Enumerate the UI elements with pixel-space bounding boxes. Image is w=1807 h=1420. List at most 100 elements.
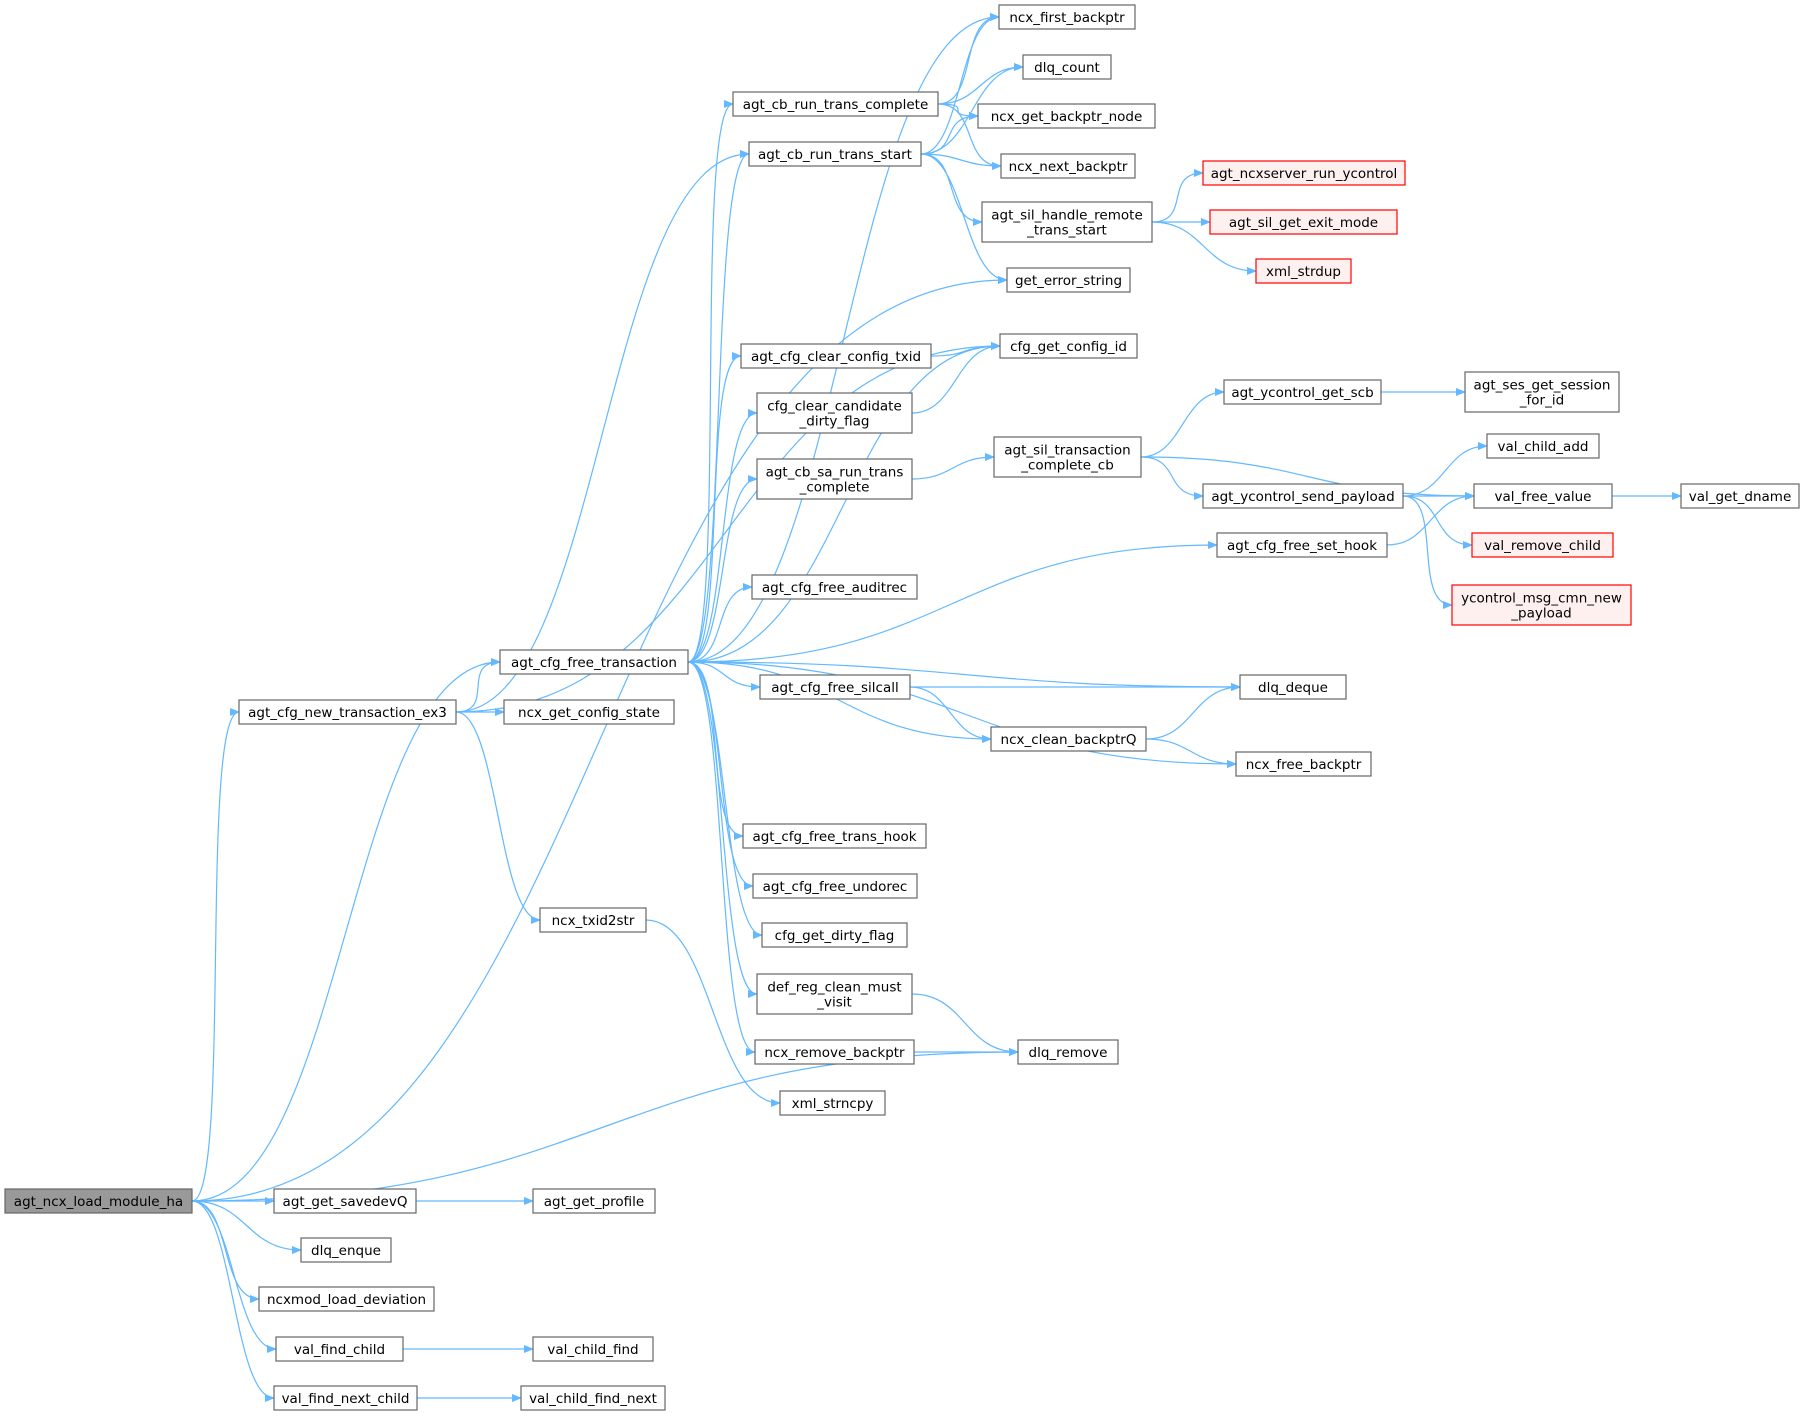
graph-node-runstart[interactable]: agt_cb_run_trans_start — [748, 141, 922, 167]
node-box — [1680, 483, 1800, 509]
node-box — [1486, 433, 1600, 459]
graph-node-exitmode[interactable]: agt_sil_get_exit_mode — [1209, 209, 1398, 235]
graph-node-getcfgid[interactable]: cfg_get_config_id — [999, 333, 1138, 359]
node-label: ncx_clean_backptrQ — [1001, 732, 1137, 748]
graph-node-getprofile[interactable]: agt_get_profile — [532, 1188, 656, 1214]
graph-node-defreg[interactable]: def_reg_clean_must_visit — [756, 973, 913, 1015]
node-label: cfg_clear_candidate — [767, 399, 902, 415]
edge-n_freetrans-to-n_dlqdeque — [687, 661, 1241, 691]
graph-node-getbpnode[interactable]: ncx_get_backptr_node — [977, 103, 1156, 129]
edge-n_defreg-to-n_dlqremove — [911, 993, 1019, 1056]
node-label: ncx_txid2str — [552, 913, 635, 929]
graph-node-valgetdname[interactable]: val_get_dname — [1680, 483, 1800, 509]
node-label: agt_get_profile — [544, 1194, 644, 1210]
node-box — [977, 103, 1156, 129]
node-label: agt_cfg_free_transaction — [511, 655, 677, 671]
graph-node-freetrans[interactable]: agt_cfg_free_transaction — [499, 649, 689, 675]
node-box — [273, 1385, 418, 1411]
graph-node-getsavedevq[interactable]: agt_get_savedevQ — [273, 1188, 417, 1214]
node-label: ycontrol_msg_cmn_new — [1461, 591, 1622, 607]
node-box — [1000, 153, 1136, 179]
graph-node-valfreevalue[interactable]: val_free_value — [1473, 483, 1613, 509]
edge-n_root-to-n_valfindnext — [191, 1200, 275, 1402]
graph-node-freeundo[interactable]: agt_cfg_free_undorec — [752, 873, 918, 899]
graph-node-dlqcount[interactable]: dlq_count — [1022, 54, 1112, 80]
graph-node-siltranscb[interactable]: agt_sil_transaction_complete_cb — [993, 436, 1142, 478]
graph-node-geterr[interactable]: get_error_string — [1006, 267, 1131, 293]
edge-n_freetrans-to-n_defreg — [687, 661, 758, 998]
graph-node-valchildfindnext[interactable]: val_child_find_next — [520, 1385, 666, 1411]
graph-node-clearcfgtxid[interactable]: agt_cfg_clear_config_txid — [740, 343, 932, 369]
graph-node-freesethook[interactable]: agt_cfg_free_set_hook — [1216, 532, 1388, 558]
graph-node-valchildfind[interactable]: val_child_find — [532, 1336, 654, 1362]
graph-node-sendpayload[interactable]: agt_ycontrol_send_payload — [1202, 483, 1404, 509]
graph-node-valremovechild[interactable]: val_remove_child — [1471, 532, 1614, 558]
graph-node-valchildadd[interactable]: val_child_add — [1486, 433, 1600, 459]
node-box — [520, 1385, 666, 1411]
graph-node-silremote[interactable]: agt_sil_handle_remote_trans_start — [981, 201, 1153, 243]
graph-node-sesforid[interactable]: agt_ses_get_session_for_id — [1464, 371, 1620, 413]
edge-n_runstart-to-n_geterr — [920, 153, 1008, 284]
node-box — [761, 922, 908, 948]
graph-node-freesilcall[interactable]: agt_cfg_free_silcall — [759, 674, 911, 700]
graph-node-xmlstrdup[interactable]: xml_strdup — [1255, 258, 1352, 284]
node-label: dlq_remove — [1029, 1045, 1108, 1061]
node-label: val_get_dname — [1689, 489, 1792, 505]
graph-node-getscb[interactable]: agt_ycontrol_get_scb — [1223, 379, 1382, 405]
graph-node-getdirty[interactable]: cfg_get_dirty_flag — [761, 922, 908, 948]
graph-node-runcomplete[interactable]: agt_cb_run_trans_complete — [732, 91, 939, 117]
graph-node-txid2str[interactable]: ncx_txid2str — [539, 907, 647, 933]
node-label: val_free_value — [1494, 489, 1591, 505]
node-label: agt_cb_run_trans_complete — [743, 97, 929, 113]
node-box — [1209, 209, 1398, 235]
edge-n_runstart-to-n_silremote — [920, 153, 983, 226]
graph-node-freebp[interactable]: ncx_free_backptr — [1235, 751, 1372, 777]
node-box — [1223, 379, 1382, 405]
node-label: cfg_get_config_id — [1010, 339, 1127, 355]
graph-node-getcfgstate[interactable]: ncx_get_config_state — [503, 699, 675, 725]
edge-n_runcomplete-to-n_getbpnode — [937, 103, 979, 120]
node-label: val_find_child — [294, 1342, 385, 1358]
edge-n_freetrans-to-n_removebp — [687, 661, 756, 1056]
graph-node-sarun[interactable]: agt_cb_sa_run_trans_complete — [756, 458, 913, 500]
node-box — [754, 1039, 915, 1065]
node-box — [990, 726, 1147, 752]
graph-node-cleardirty[interactable]: cfg_clear_candidate_dirty_flag — [756, 392, 913, 434]
graph-node-freeaudit[interactable]: agt_cfg_free_auditrec — [751, 574, 918, 600]
node-label: agt_cfg_free_silcall — [771, 680, 898, 696]
node-label: ncx_first_backptr — [1009, 10, 1125, 26]
node-label: _complete — [799, 480, 870, 496]
edge-n_silremote-to-n_xmlstrdup — [1151, 221, 1257, 275]
graph-node-newtrans[interactable]: agt_cfg_new_transaction_ex3 — [238, 699, 457, 725]
graph-node-nextbp[interactable]: ncx_next_backptr — [1000, 153, 1136, 179]
node-label: agt_ses_get_session — [1474, 378, 1611, 394]
graph-node-ycmsg[interactable]: ycontrol_msg_cmn_new_payload — [1451, 584, 1632, 626]
edge-n_freesethook-to-n_valfreevalue — [1386, 492, 1475, 546]
node-box — [1473, 483, 1613, 509]
graph-node-valfindnext[interactable]: val_find_next_child — [273, 1385, 418, 1411]
graph-node-loaddev[interactable]: ncxmod_load_deviation — [258, 1286, 435, 1312]
graph-node-dlqdeque[interactable]: dlq_deque — [1239, 674, 1347, 700]
edge-n_freetrans-to-n_cleanbpq — [687, 661, 992, 743]
node-label: agt_cfg_free_trans_hook — [752, 829, 916, 845]
edge-n_sendpayload-to-n_valremovechild — [1402, 495, 1473, 549]
node-label: val_child_add — [1498, 439, 1589, 455]
node-box — [273, 1188, 417, 1214]
graph-node-freetranshook[interactable]: agt_cfg_free_trans_hook — [742, 823, 927, 849]
node-box — [532, 1336, 654, 1362]
graph-node-firstbp[interactable]: ncx_first_backptr — [998, 4, 1136, 30]
edge-n_freetrans-to-n_getcfgid — [687, 342, 1001, 663]
graph-node-ycontrolrun[interactable]: agt_ncxserver_run_ycontrol — [1202, 160, 1406, 186]
graph-node-valfindchild[interactable]: val_find_child — [275, 1336, 404, 1362]
node-box — [751, 574, 918, 600]
graph-node-xmlstrncpy[interactable]: xml_strncpy — [779, 1090, 886, 1116]
node-label: ncx_remove_backptr — [764, 1045, 905, 1061]
graph-node-cleanbpq[interactable]: ncx_clean_backptrQ — [990, 726, 1147, 752]
node-label: val_child_find — [547, 1342, 638, 1358]
node-box — [1255, 258, 1352, 284]
graph-node-removebp[interactable]: ncx_remove_backptr — [754, 1039, 915, 1065]
node-box — [1239, 674, 1347, 700]
graph-node-dlqremove[interactable]: dlq_remove — [1017, 1039, 1119, 1065]
graph-node-dlqenque[interactable]: dlq_enque — [300, 1237, 392, 1263]
node-box — [503, 699, 675, 725]
